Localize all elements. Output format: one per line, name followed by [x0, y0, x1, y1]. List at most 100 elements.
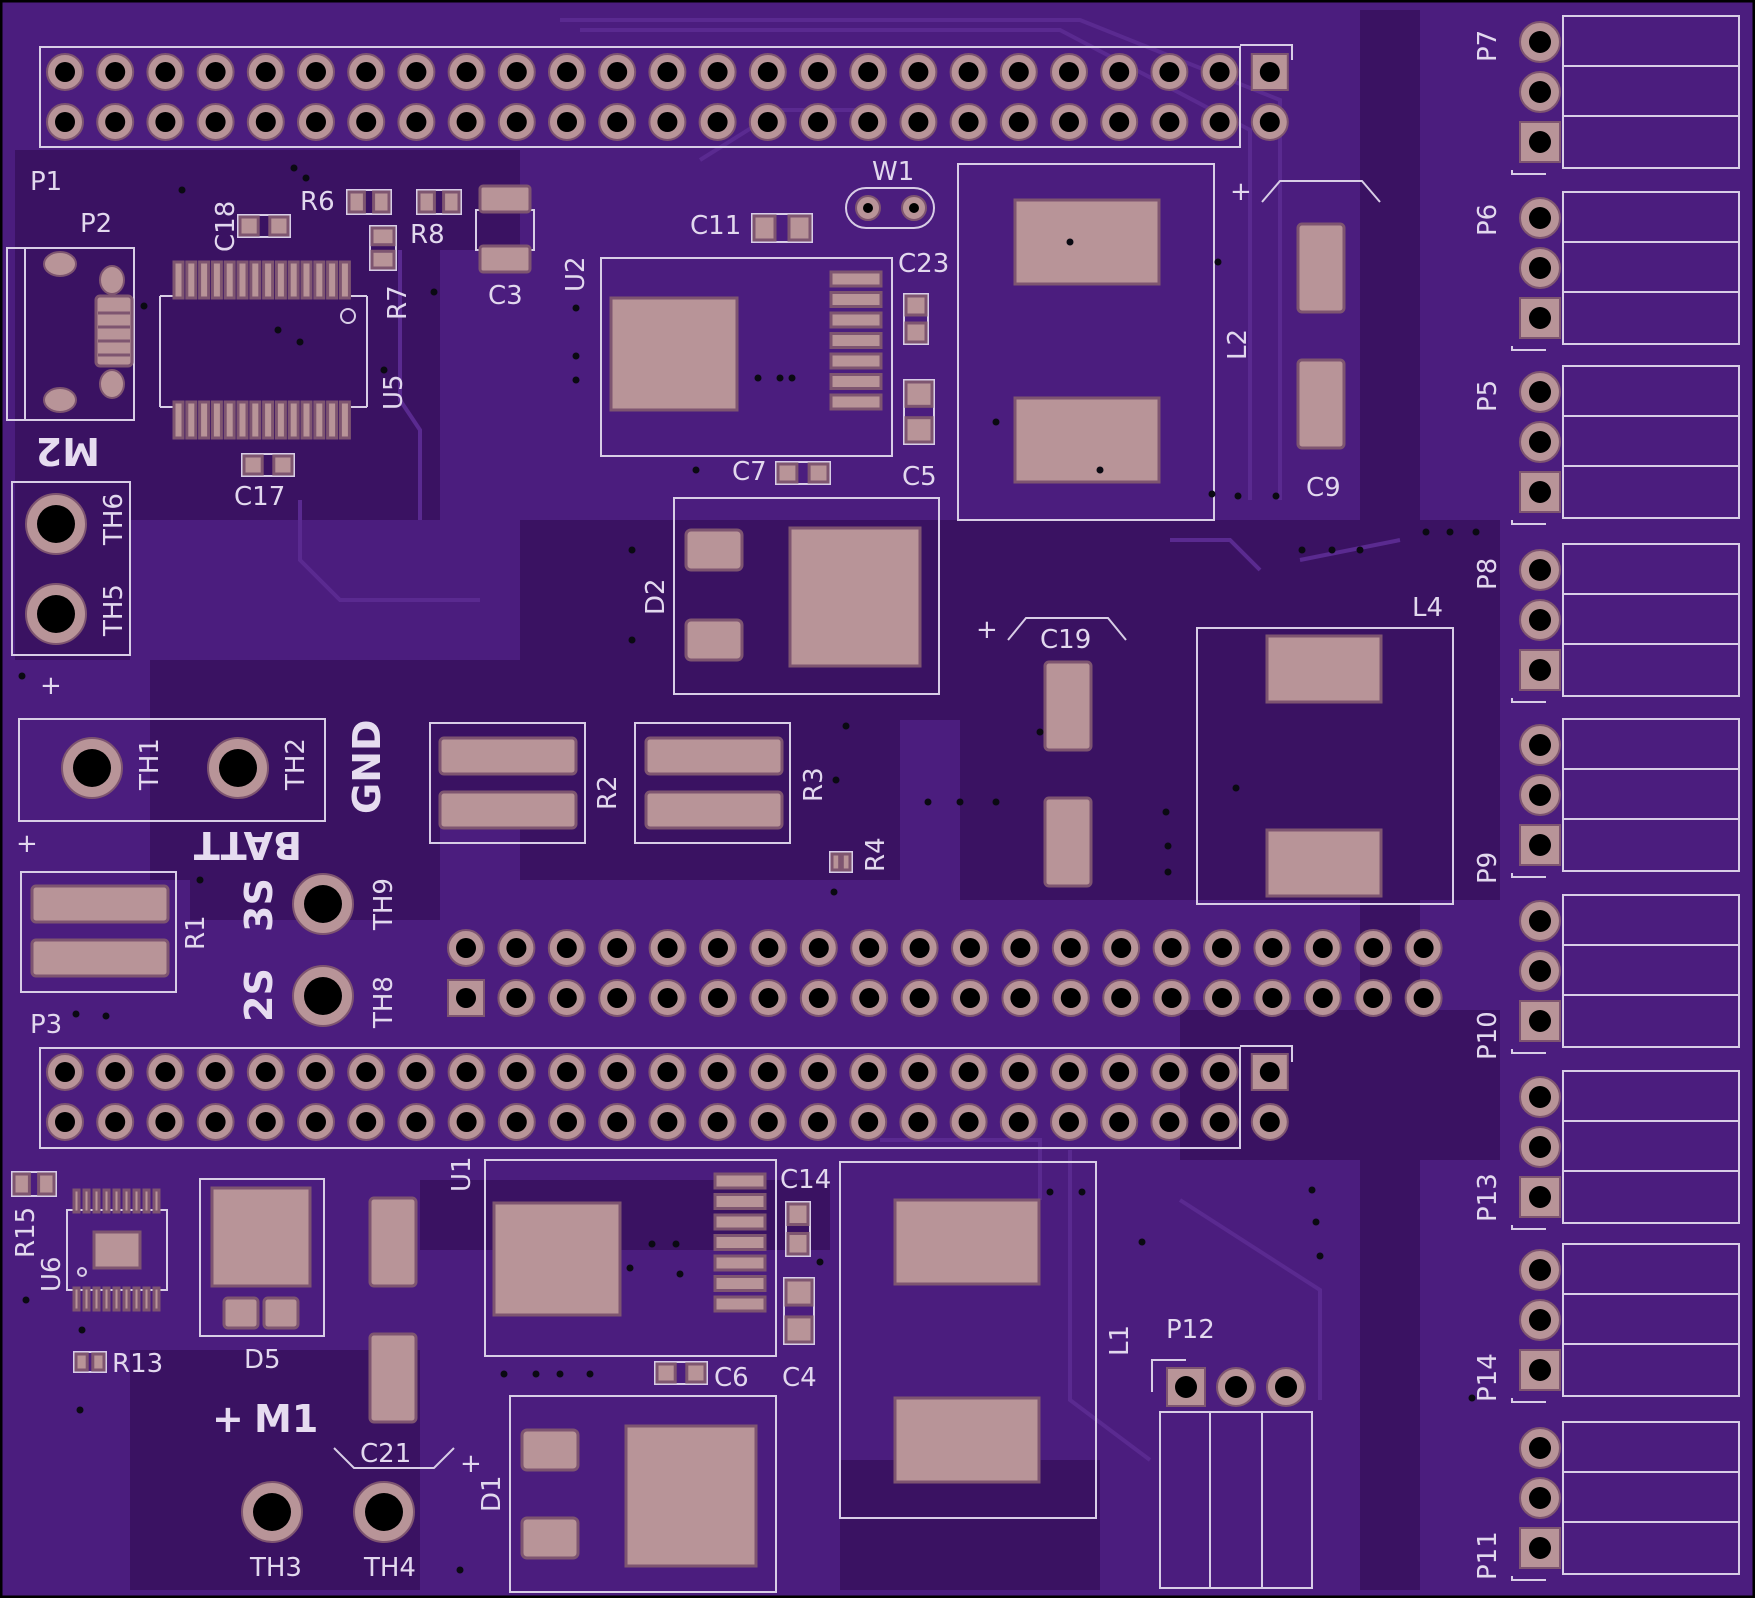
diode-d5 [199, 1178, 325, 1337]
label-l1: L1 [1105, 1325, 1135, 1356]
label-u2: U2 [561, 256, 591, 292]
ic-pin [223, 260, 236, 300]
ic-pin [236, 260, 249, 300]
plus-c21: + [460, 1449, 482, 1479]
via [380, 366, 388, 374]
inductor-l2 [957, 163, 1215, 521]
label-r1: R1 [181, 915, 211, 950]
middle-header-pins [447, 929, 1443, 1017]
via [22, 1296, 30, 1304]
via [572, 304, 580, 312]
via [178, 186, 186, 194]
via [500, 1370, 508, 1378]
via [1214, 258, 1222, 266]
smd-part [903, 379, 935, 445]
label-r13: R13 [112, 1349, 163, 1379]
label-d1: D1 [477, 1475, 507, 1512]
smd-part [346, 189, 392, 215]
via [302, 174, 310, 182]
ic-pin [132, 1286, 141, 1312]
label-r4: R4 [861, 837, 891, 872]
label-p14: P14 [1473, 1353, 1503, 1402]
connector-body [1562, 1243, 1740, 1397]
inductor-l1 [839, 1161, 1097, 1519]
ic-pin [185, 260, 198, 300]
label-r15: R15 [11, 1207, 41, 1258]
connector-pin [1519, 1349, 1561, 1391]
label-p12: P12 [1166, 1315, 1215, 1345]
through-holes [25, 493, 415, 1543]
label-c6: C6 [714, 1363, 749, 1393]
smd-part [73, 1351, 107, 1373]
label-w1: W1 [872, 157, 914, 187]
header-p1-pin1-mark [1240, 44, 1293, 60]
smd-part [785, 1201, 811, 1257]
diode-d1 [509, 1395, 777, 1593]
label-u5: U5 [379, 374, 409, 410]
via [956, 798, 964, 806]
plus-th5: + [40, 671, 62, 701]
ic-pin [210, 400, 223, 440]
terminal-th1-th2-outline [18, 718, 326, 822]
smd-part [829, 851, 853, 873]
label-th6: TH6 [99, 493, 129, 546]
connector-body [1562, 191, 1740, 345]
via [992, 798, 1000, 806]
via [1472, 528, 1480, 536]
smd-part [654, 1361, 708, 1385]
via [1164, 868, 1172, 876]
silkscreen-labels: P1 P2 P3 R6 R8 C3 C11 W1 C23 C17 C7 C5 C… [11, 30, 1503, 1583]
label-u1: U1 [447, 1156, 477, 1192]
label-c19: C19 [1040, 625, 1091, 655]
via [1096, 466, 1104, 474]
via [274, 326, 282, 334]
regulator-u1 [484, 1159, 777, 1357]
smd-part [903, 293, 929, 345]
smd-part [751, 213, 813, 243]
ic-pin [326, 260, 339, 300]
label-c3: C3 [488, 281, 523, 311]
label-d5: D5 [244, 1345, 281, 1375]
label-c14: C14 [780, 1165, 831, 1195]
smd-part [241, 453, 295, 477]
label-c23: C23 [898, 249, 949, 279]
ic-pin [262, 260, 275, 300]
diode-d2 [673, 497, 940, 695]
via [816, 1258, 824, 1266]
ic-pin [210, 260, 223, 300]
resistor-r2 [429, 722, 586, 844]
via [1356, 546, 1364, 554]
ic-pin [82, 1286, 91, 1312]
ic-pin [338, 260, 351, 300]
via [1468, 1394, 1476, 1402]
ic-pin [713, 1254, 767, 1272]
capacitor-c3 [475, 184, 535, 274]
label-th4: TH4 [363, 1553, 416, 1583]
jumper-w1 [845, 187, 935, 229]
label-th5: TH5 [99, 584, 129, 637]
terminal-th5-th6-outline [11, 481, 131, 656]
label-c9: C9 [1306, 473, 1341, 503]
header-p3-pins [46, 1053, 1289, 1141]
label-r6: R6 [300, 187, 335, 217]
ic-pin [313, 400, 326, 440]
ic-pin [102, 1286, 111, 1312]
label-l4: L4 [1412, 593, 1443, 623]
header-p1-outline [39, 46, 1241, 148]
label-l2: L2 [1223, 329, 1253, 360]
ic-pin [72, 1286, 81, 1312]
label-th2: TH2 [281, 738, 311, 791]
resistor-r1 [20, 871, 177, 993]
label-c7: C7 [732, 457, 767, 487]
via [456, 1566, 464, 1574]
via [1272, 492, 1280, 500]
connector-body [1562, 15, 1740, 169]
ic-pin [236, 400, 249, 440]
ic-pin [112, 1188, 121, 1214]
label-p11: P11 [1473, 1531, 1503, 1580]
vias [18, 164, 1480, 1574]
ic-pin [142, 1188, 151, 1214]
chip-u5 [159, 260, 368, 440]
